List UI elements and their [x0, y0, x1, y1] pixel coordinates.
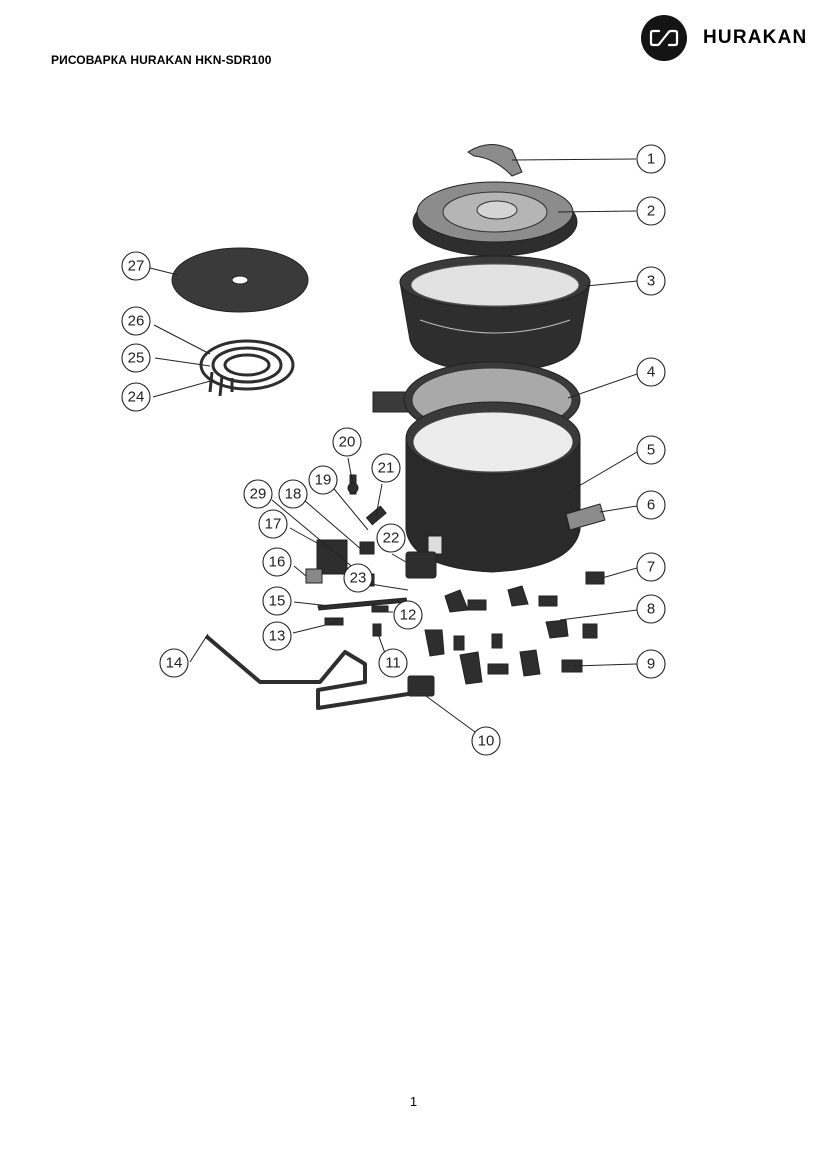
- callout-29: 29: [243, 479, 273, 509]
- part-heating-coil: [199, 339, 295, 397]
- callout-10: 10: [471, 726, 501, 756]
- svg-text:5: 5: [647, 442, 655, 459]
- callout-7: 7: [636, 552, 666, 582]
- svg-text:29: 29: [250, 486, 267, 503]
- svg-text:15: 15: [269, 593, 286, 610]
- svg-text:24: 24: [128, 389, 145, 406]
- svg-text:8: 8: [647, 601, 655, 618]
- callout-5: 5: [636, 435, 666, 465]
- callout-15: 15: [262, 586, 292, 616]
- page-title: РИСОВАРКА HURAKAN HKN-SDR100: [51, 53, 272, 67]
- part-housing-body: [405, 401, 581, 573]
- svg-text:14: 14: [166, 655, 183, 672]
- callout-22: 22: [376, 523, 406, 553]
- callout-16: 16: [262, 547, 292, 577]
- callout-14: 14: [159, 648, 189, 678]
- svg-text:18: 18: [285, 486, 302, 503]
- callout-20: 20: [332, 427, 362, 457]
- callout-24: 24: [121, 382, 151, 412]
- svg-text:3: 3: [647, 273, 655, 290]
- svg-text:16: 16: [269, 554, 286, 571]
- svg-text:25: 25: [128, 350, 145, 367]
- callout-25: 25: [121, 343, 151, 373]
- part-lid: [412, 181, 578, 257]
- callout-26: 26: [121, 306, 151, 336]
- callout-8: 8: [636, 594, 666, 624]
- brand-name: HURAKAN: [703, 27, 808, 48]
- part-power-cord: [204, 634, 419, 710]
- callout-3: 3: [636, 266, 666, 296]
- part-insulation-disc: [171, 247, 309, 313]
- callout-23: 23: [343, 563, 373, 593]
- svg-text:21: 21: [378, 460, 395, 477]
- callout-17: 17: [258, 509, 288, 539]
- callout-13: 13: [262, 621, 292, 651]
- callout-12: 12: [393, 600, 423, 630]
- svg-text:13: 13: [269, 628, 286, 645]
- svg-text:10: 10: [478, 733, 495, 750]
- callout-21: 21: [371, 453, 401, 483]
- callout-9: 9: [636, 649, 666, 679]
- exploded-parts-diagram: 1 2 3 4 5 6 7 8 9 10 11 12 13 14 15 16 1…: [121, 144, 666, 756]
- callout-4: 4: [636, 357, 666, 387]
- callout-19: 19: [308, 465, 338, 495]
- svg-text:7: 7: [647, 559, 655, 576]
- svg-text:27: 27: [128, 258, 145, 275]
- svg-text:11: 11: [385, 655, 401, 672]
- svg-text:2: 2: [647, 203, 655, 220]
- svg-text:4: 4: [647, 364, 655, 381]
- callout-27: 27: [121, 251, 151, 281]
- callout-11: 11: [378, 648, 408, 678]
- svg-text:12: 12: [400, 607, 417, 624]
- svg-text:22: 22: [383, 530, 400, 547]
- part-side-handle: [565, 503, 606, 531]
- svg-text:17: 17: [265, 516, 282, 533]
- callout-18: 18: [278, 479, 308, 509]
- hurakan-logo-icon: [641, 15, 687, 61]
- part-inner-pot: [399, 255, 591, 373]
- svg-text:20: 20: [339, 434, 356, 451]
- callout-1: 1: [636, 144, 666, 174]
- svg-text:19: 19: [315, 472, 332, 489]
- svg-text:23: 23: [350, 570, 367, 587]
- part-small-components: [305, 474, 605, 697]
- brand: HURAKAN: [641, 14, 807, 62]
- svg-text:9: 9: [647, 656, 655, 673]
- part-lid-handle: [467, 144, 523, 177]
- svg-text:6: 6: [647, 497, 655, 514]
- callout-6: 6: [636, 490, 666, 520]
- callout-2: 2: [636, 196, 666, 226]
- svg-text:26: 26: [128, 313, 145, 330]
- page-number: 1: [409, 1094, 418, 1109]
- svg-text:1: 1: [647, 151, 655, 168]
